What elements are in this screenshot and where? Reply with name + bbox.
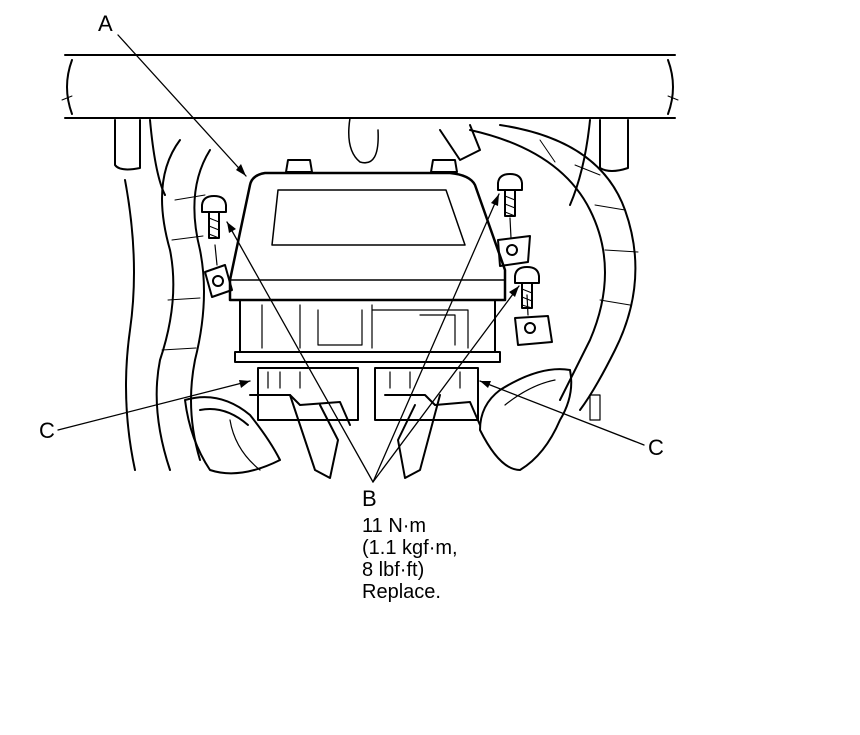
leader-arrowheads <box>227 164 519 388</box>
replace-note: Replace. <box>362 581 441 603</box>
torque-kgf: (1.1 kgf·m, <box>362 537 458 559</box>
wire-harness-left <box>124 139 211 471</box>
connector-icon <box>374 367 481 479</box>
bolt-spec: 11 N·m (1.1 kgf·m, 8 lbf·ft) Replace. <box>362 515 458 603</box>
mounting-bracket-left <box>204 244 233 298</box>
wire-harness-lower <box>184 368 601 475</box>
wire-harness-right <box>439 124 639 411</box>
bolt-icon <box>201 195 227 239</box>
bolt-icon <box>497 173 523 217</box>
leader-lines <box>57 34 645 483</box>
callout-b: B <box>362 486 377 511</box>
torque-lbf: 8 lbf·ft) <box>362 559 425 581</box>
bolt-icon <box>514 266 540 309</box>
support-brackets <box>114 117 629 206</box>
callout-c-right: C <box>648 435 664 460</box>
connector-icon <box>249 367 359 479</box>
mounting-bracket-right <box>497 217 553 346</box>
cross-member <box>61 54 679 119</box>
callout-c-left: C <box>39 418 55 443</box>
callout-a: A <box>98 11 113 36</box>
torque-nm: 11 N·m <box>362 515 427 537</box>
control-unit <box>228 159 507 363</box>
